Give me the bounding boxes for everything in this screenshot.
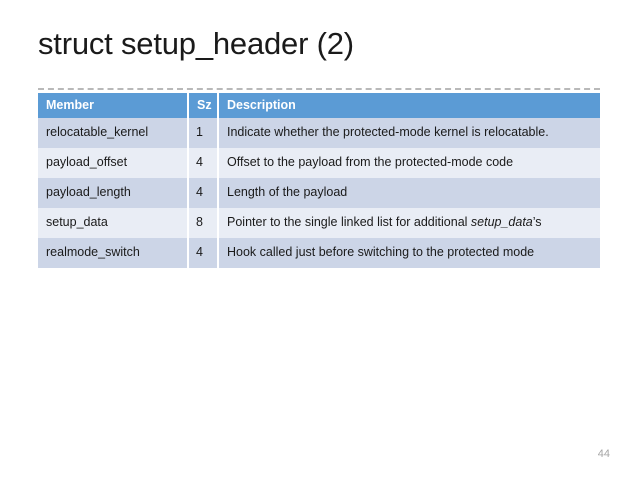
cell-size: 8 — [188, 208, 219, 238]
dashed-divider — [38, 88, 600, 90]
cell-description: Length of the payload — [218, 178, 600, 208]
cell-description: Indicate whether the protected-mode kern… — [218, 118, 600, 149]
page-title: struct setup_header (2) — [38, 26, 354, 61]
column-header-description: Description — [218, 93, 600, 119]
table-row: payload_length 4 Length of the payload — [38, 178, 600, 208]
cell-size: 4 — [188, 237, 219, 268]
table-row: payload_offset 4 Offset to the payload f… — [38, 148, 600, 179]
cell-size: 4 — [188, 178, 219, 208]
description-text: Pointer to the single linked list for ad… — [227, 215, 471, 229]
cell-description: Pointer to the single linked list for ad… — [218, 208, 600, 238]
table-row: relocatable_kernel 1 Indicate whether th… — [38, 118, 600, 149]
table-row: realmode_switch 4 Hook called just befor… — [38, 237, 600, 268]
setup-header-table: Member Sz Description relocatable_kernel… — [38, 93, 600, 268]
table-body: relocatable_kernel 1 Indicate whether th… — [38, 118, 600, 268]
cell-member: payload_length — [38, 178, 189, 208]
description-suffix: ’s — [532, 215, 542, 229]
table-header-row: Member Sz Description — [38, 93, 600, 119]
description-emphasis: setup_data — [470, 215, 533, 229]
cell-description: Hook called just before switching to the… — [218, 237, 600, 268]
cell-member: relocatable_kernel — [38, 118, 189, 149]
cell-size: 4 — [188, 148, 219, 179]
table-row: setup_data 8 Pointer to the single linke… — [38, 208, 600, 238]
cell-description: Offset to the payload from the protected… — [218, 148, 600, 179]
column-header-member: Member — [38, 93, 189, 119]
slide-number: 44 — [597, 448, 610, 460]
cell-member: realmode_switch — [38, 237, 189, 268]
column-header-sz: Sz — [188, 93, 219, 119]
cell-member: payload_offset — [38, 148, 189, 179]
cell-member: setup_data — [38, 208, 189, 238]
cell-size: 1 — [188, 118, 219, 149]
